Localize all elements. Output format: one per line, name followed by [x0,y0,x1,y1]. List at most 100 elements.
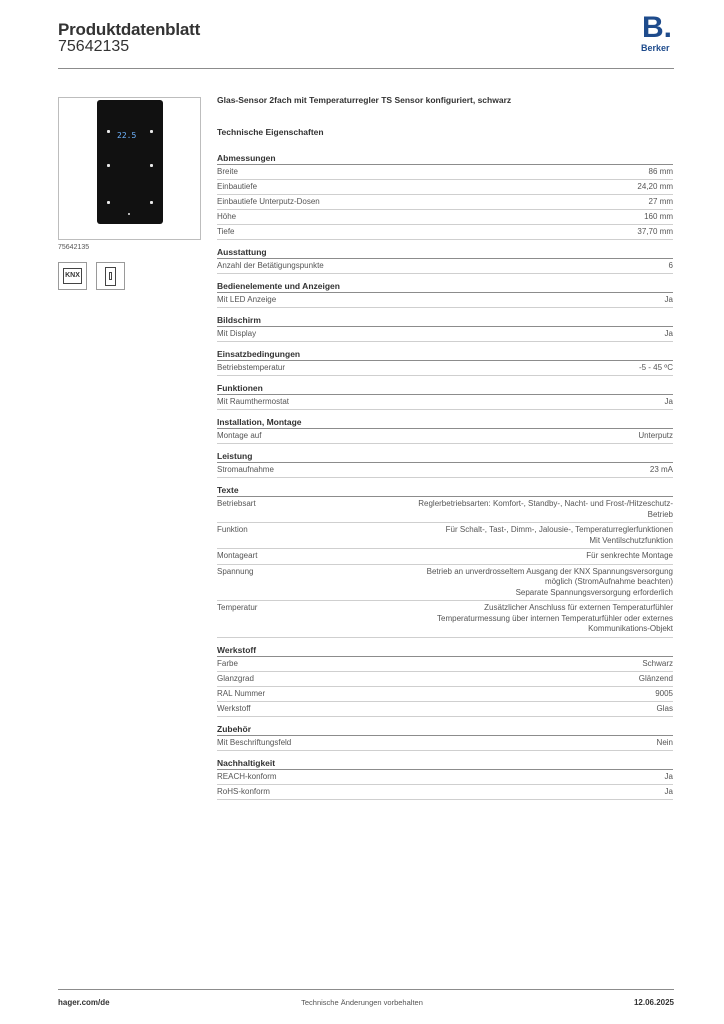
property-value: Reglerbetriebsarten: Komfort-, Standby-,… [418,499,673,520]
group-title: Installation, Montage [217,416,673,429]
property-value: 6 [668,261,673,270]
property-value: Für senkrechte Montage [586,551,673,562]
main-content: Glas-Sensor 2fach mit Temperaturregler T… [217,95,673,800]
property-row: Mit Beschriftungsfeld Nein [217,736,673,751]
property-label: Funktion [217,525,248,534]
property-label: Mit Display [217,329,257,338]
property-value: 24,20 mm [637,182,673,191]
property-value: Nein [656,737,673,747]
property-value-line: Separate Spannungsversorgung erforderlic… [515,587,673,597]
property-label: Breite [217,167,238,176]
footer-date: 12.06.2025 [633,998,674,1007]
property-label: Mit Beschriftungsfeld [217,737,292,747]
property-label: Mit Raumthermostat [217,397,290,406]
group-title: Nachhaltigkeit [217,757,673,770]
flush-mount-icon [96,262,125,290]
property-row: Breite 86 mm [217,165,673,180]
property-value-line: Temperaturmessung über internen Temperat… [437,613,673,623]
property-row: Werkstoff Glas [217,702,673,717]
berker-logo: B. Berker [640,12,674,56]
property-label: Spannung [217,566,254,576]
property-label: Stromaufnahme [217,465,274,474]
property-value: 86 mm [648,167,673,176]
group-title: Einsatzbedingungen [217,348,673,361]
property-value-line: Kommunikations-Objekt [588,624,673,633]
property-row: Mit Raumthermostat Ja [217,395,673,410]
property-label: Mit LED Anzeige [217,295,277,304]
group-title: Bildschirm [217,314,673,327]
property-label: Temperatur [217,603,258,612]
property-value: Glänzend [638,673,673,683]
property-label: REACH-konform [217,771,277,781]
image-caption: 75642135 [58,244,90,251]
group-title: Texte [217,484,673,497]
footer-divider [58,989,674,990]
property-row: Temperatur Zusätzlicher Anschluss für ext… [217,601,673,638]
group-title: Leistung [217,450,673,463]
header-divider [58,68,674,69]
device-display: 22.5 [117,131,137,140]
property-label: Tiefe [217,227,235,236]
group-title: Werkstoff [217,644,673,657]
property-value: 23 mA [649,465,673,474]
group-title: Ausstattung [217,246,673,259]
property-row: Mit Display Ja [217,327,673,342]
property-label: Montageart [217,551,258,560]
property-row: Glanzgrad Glänzend [217,672,673,687]
property-value: Betrieb an unverdrosseltem Ausgang der K… [427,567,673,599]
knx-icon: KNX [58,262,87,290]
property-label: Glanzgrad [217,673,254,683]
property-value: Ja [664,329,673,338]
property-value: Ja [664,397,673,406]
property-value-line: Zusätzlicher Anschluss für externen Temp… [484,603,673,612]
section-heading: Technische Eigenschaften [217,127,324,137]
property-value: Ja [664,295,673,304]
property-value-line: Betrieb an unverdrosseltem Ausgang der K… [426,566,673,576]
property-label: Montage auf [217,431,262,440]
property-row: Anzahl der Betätigungspunkte 6 [217,259,673,274]
property-value-line: Mit Ventilschutzfunktion [589,535,673,545]
property-label: Werkstoff [217,703,251,713]
property-value: 27 mm [648,197,673,206]
product-title: Glas-Sensor 2fach mit Temperaturregler T… [217,95,512,105]
property-label: Anzahl der Betätigungspunkte [217,261,324,270]
property-row: Einbautiefe Unterputz-Dosen 27 mm [217,195,673,210]
property-value: Zusätzlicher Anschluss für externen Temp… [437,603,673,635]
group-title: Zubehör [217,723,673,736]
group-title: Bedienelemente und Anzeigen [217,280,673,293]
property-value: Ja [664,771,673,781]
property-value: -5 - 45 ºC [638,363,673,372]
property-row: Betriebstemperatur-5 - 45 ºC [217,361,673,376]
property-label: RoHS-konform [217,786,270,796]
property-row: Stromaufnahme 23 mA [217,463,673,478]
footer-website: hager.com/de [58,998,110,1007]
product-image: 22.5 [58,97,201,240]
property-value-line: Für Schalt-, Tast-, Dimm-, Jalousie-, Te… [445,525,673,534]
document-title: Produktdatenblatt [58,20,201,39]
footer-disclaimer: Technische Änderungen vorbehalten [301,998,423,1007]
property-value-line: Betrieb [647,509,673,519]
property-row: Funktion Für Schalt-, Tast-, Dimm-, Jalou… [217,523,673,549]
property-label: Einbautiefe Unterputz-Dosen [217,197,320,206]
property-value: 37,70 mm [637,227,673,236]
group-title: Funktionen [217,382,673,395]
device-illustration: 22.5 [97,100,163,224]
property-label: Höhe [217,212,237,221]
article-number: 75642135 [58,38,130,55]
property-value: Glas [656,703,673,713]
